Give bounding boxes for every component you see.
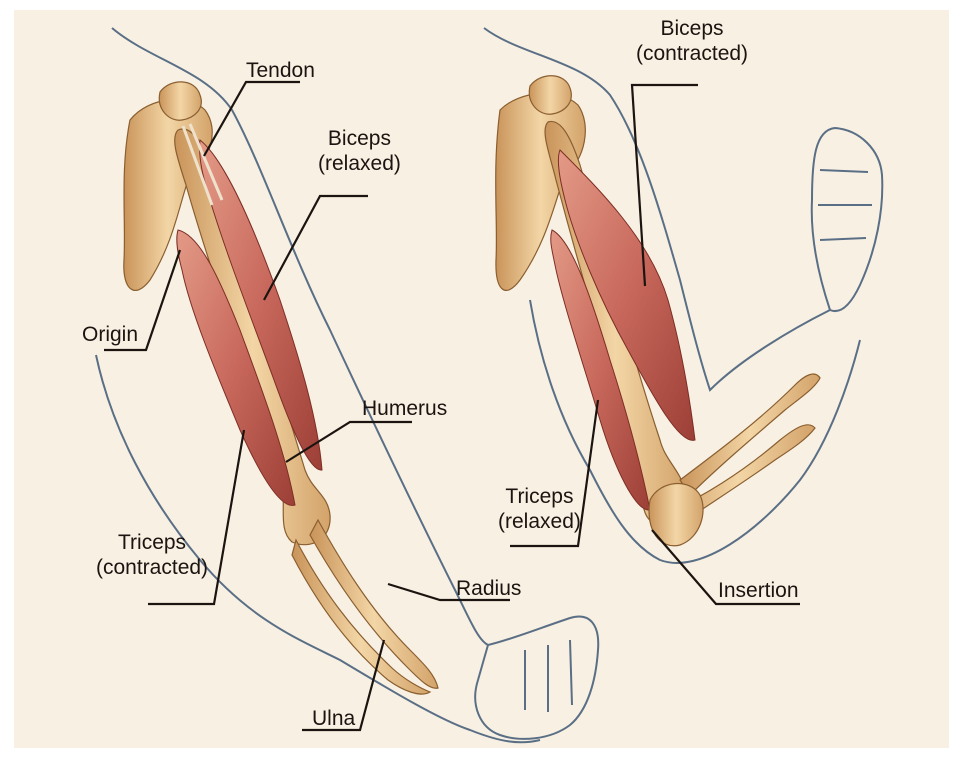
label-biceps-relaxed-line1: Biceps	[318, 126, 401, 151]
label-origin-text: Origin	[82, 323, 138, 346]
label-radius: Radius	[456, 576, 521, 601]
label-tendon: Tendon	[246, 58, 315, 83]
left-shoulder-head	[159, 82, 201, 120]
label-ulna-text: Ulna	[312, 707, 355, 730]
label-triceps-relaxed-line1: Triceps	[498, 484, 581, 509]
label-biceps-contracted-line1: Biceps	[636, 16, 748, 41]
right-arm	[484, 28, 882, 563]
left-ulna	[292, 540, 430, 694]
right-shoulder-head	[529, 76, 571, 114]
label-origin: Origin	[82, 322, 138, 347]
label-biceps-contracted: Biceps (contracted)	[636, 16, 748, 66]
label-triceps-contracted-line1: Triceps	[96, 530, 208, 555]
label-radius-text: Radius	[456, 577, 521, 600]
label-tendon-text: Tendon	[246, 59, 315, 82]
label-biceps-relaxed: Biceps (relaxed)	[318, 126, 401, 176]
label-triceps-relaxed-line2: (relaxed)	[498, 509, 581, 534]
label-insertion: Insertion	[718, 578, 799, 603]
label-ulna: Ulna	[312, 706, 355, 731]
left-humerus	[175, 129, 330, 545]
leader-biceps-relaxed	[264, 196, 368, 300]
label-triceps-relaxed: Triceps (relaxed)	[498, 484, 581, 534]
label-biceps-relaxed-line2: (relaxed)	[318, 151, 401, 176]
label-insertion-text: Insertion	[718, 579, 799, 602]
label-humerus: Humerus	[362, 396, 447, 421]
right-fist-outline	[812, 128, 883, 311]
label-triceps-contracted: Triceps (contracted)	[96, 530, 208, 580]
label-triceps-contracted-line2: (contracted)	[96, 555, 208, 580]
label-biceps-contracted-line2: (contracted)	[636, 41, 748, 66]
label-humerus-text: Humerus	[362, 397, 447, 420]
left-hand-outline	[475, 617, 598, 739]
